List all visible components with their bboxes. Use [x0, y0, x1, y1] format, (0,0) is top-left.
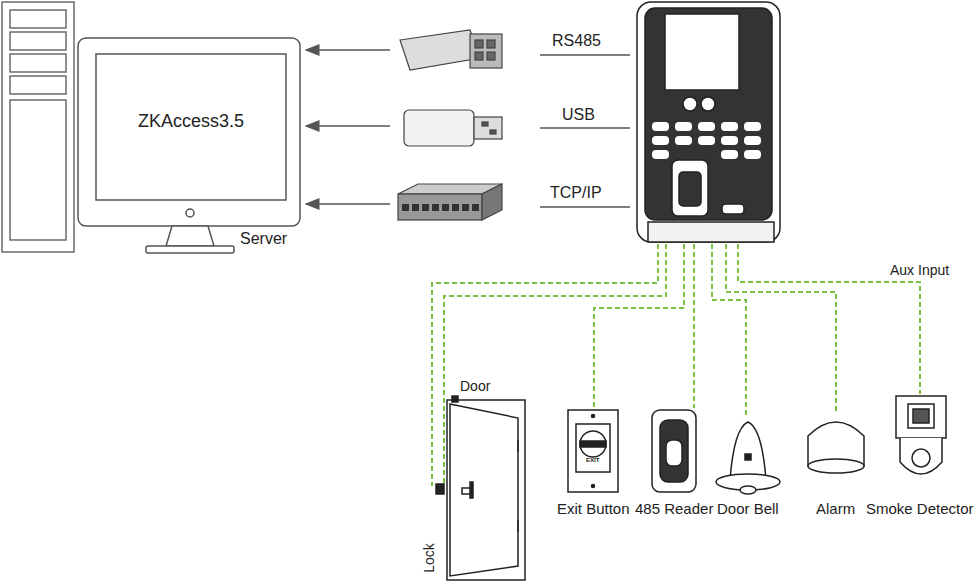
device-node: Smoke Detector	[866, 500, 974, 517]
switch-port	[422, 204, 429, 211]
switch-port	[452, 204, 459, 211]
switch-port	[462, 204, 469, 211]
device-caption: 485 Reader	[635, 500, 713, 517]
connection-line	[540, 55, 630, 207]
key	[721, 150, 738, 159]
switch-port	[412, 204, 419, 211]
software-name: ZKAccess3.5	[138, 111, 244, 132]
switch-port	[402, 204, 409, 211]
smoke-detector	[896, 396, 946, 474]
alarm	[808, 422, 864, 473]
monitor-node: ZKAccess3.5Server	[96, 54, 286, 200]
node-label: Server	[240, 230, 287, 248]
switch-port	[472, 204, 479, 211]
button-text: EXIT	[586, 457, 599, 463]
card-reader	[652, 410, 696, 492]
device-node: 485 Reader	[635, 500, 713, 517]
switch-port	[442, 204, 449, 211]
key	[721, 136, 738, 145]
key	[744, 122, 761, 131]
door-node: DoorLock	[418, 378, 528, 583]
device-caption: Alarm	[816, 500, 855, 517]
device-node: Door Bell	[717, 500, 779, 517]
device-caption: Smoke Detector	[866, 500, 974, 517]
access-terminal	[637, 2, 780, 242]
arrow	[306, 50, 390, 204]
server-tower	[2, 2, 74, 252]
device-caption: Exit Button	[557, 500, 630, 517]
usb-dongle	[404, 110, 502, 146]
door	[436, 396, 525, 580]
device-caption: Door Bell	[717, 500, 779, 517]
door-bell	[716, 422, 780, 494]
interface-label: USB	[562, 106, 595, 124]
port-label: Aux Input	[888, 262, 951, 278]
monitor	[78, 38, 300, 253]
keypad	[652, 122, 761, 159]
key	[721, 122, 738, 131]
switch-port	[432, 204, 439, 211]
key	[698, 122, 715, 131]
key	[675, 136, 692, 145]
switch-ports	[402, 204, 479, 211]
node-label: Door	[460, 378, 490, 394]
interface-label: RS485	[552, 32, 601, 50]
key	[698, 136, 715, 145]
exit-button	[568, 410, 618, 492]
key	[675, 122, 692, 131]
interface-label: TCP/IP	[550, 184, 602, 202]
key	[652, 150, 669, 159]
key	[744, 136, 761, 145]
key	[652, 136, 669, 145]
device-node: Alarm	[816, 500, 855, 517]
key	[652, 122, 669, 131]
network-switch	[398, 184, 502, 220]
rs485-converter	[400, 30, 502, 70]
lock-label: Lock	[421, 543, 437, 573]
device-node: Exit Button	[557, 500, 630, 517]
key	[744, 150, 761, 159]
